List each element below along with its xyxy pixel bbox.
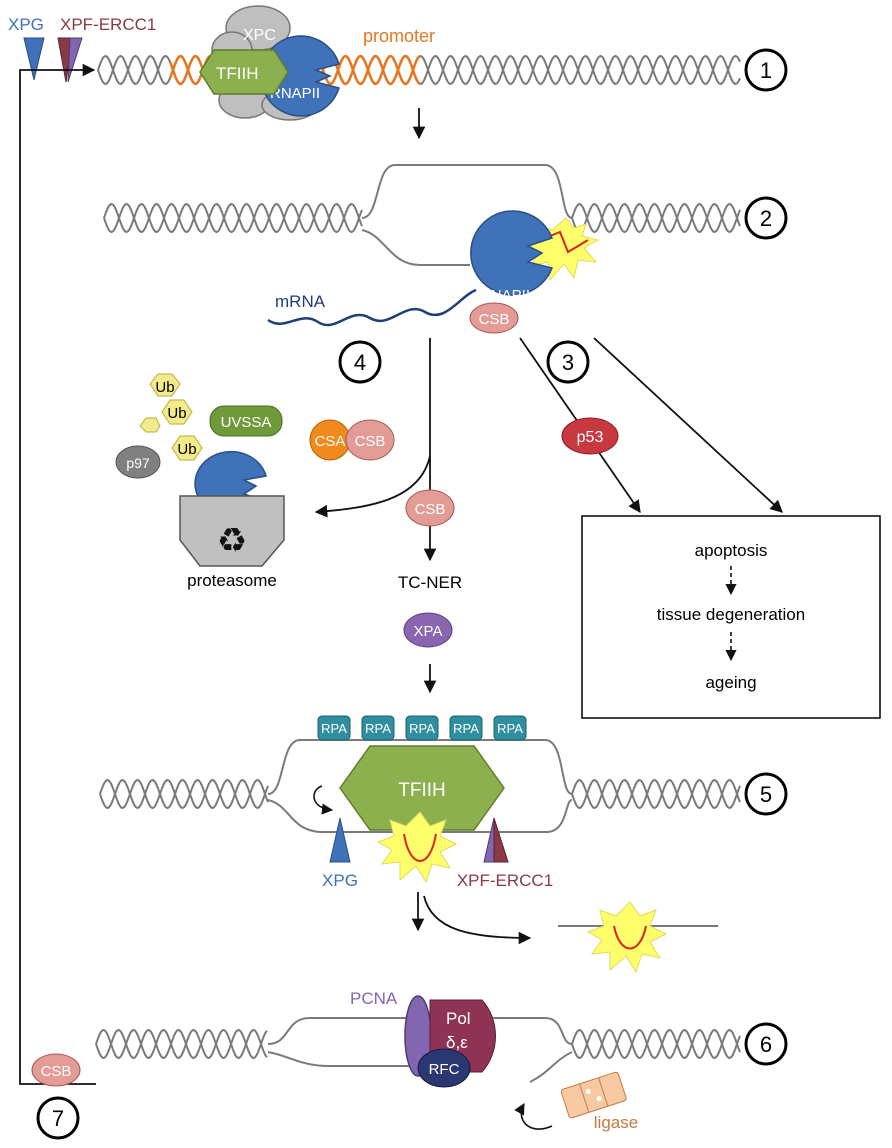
p53-shape bbox=[561, 417, 619, 455]
curl-arrow-5 bbox=[313, 785, 334, 815]
rpa-label-5: RPA bbox=[497, 721, 523, 736]
arrow-excised bbox=[423, 895, 532, 945]
csa-label: CSA bbox=[315, 433, 346, 450]
ub-label-3: Ub bbox=[177, 441, 196, 458]
svg-text:2: 2 bbox=[760, 206, 772, 231]
ligase-shape bbox=[560, 1071, 627, 1119]
ligase-label: ligase bbox=[594, 1113, 638, 1132]
xpg-label-top: XPG bbox=[8, 15, 44, 34]
rnapii-label-1: RNAPII bbox=[270, 85, 320, 102]
rpa-label-3: RPA bbox=[409, 721, 435, 736]
step-2-dna bbox=[103, 164, 741, 266]
lesion-star-5 bbox=[376, 811, 458, 884]
rfc-label: RFC bbox=[429, 1061, 460, 1078]
outcome-box bbox=[581, 515, 881, 719]
step-3-circle: 3 bbox=[546, 340, 590, 384]
rpa-label-2: RPA bbox=[365, 721, 391, 736]
recycle-icon: ♻ bbox=[217, 522, 247, 560]
rnapii-shape-2 bbox=[470, 210, 554, 296]
rfc-shape bbox=[417, 1048, 471, 1088]
rpa-label-1: RPA bbox=[321, 721, 347, 736]
csb-shape-2 bbox=[469, 302, 519, 334]
xpf-label-top: XPF-ERCC1 bbox=[60, 15, 156, 34]
ageing-label: ageing bbox=[705, 673, 756, 692]
mrna-label: mRNA bbox=[275, 292, 326, 311]
pol-sub-label: δ,ε bbox=[446, 1033, 468, 1052]
xpg-icon-5 bbox=[329, 817, 351, 863]
xpf-label-5: XPF-ERCC1 bbox=[457, 871, 553, 890]
svg-text:5: 5 bbox=[760, 782, 772, 807]
csb-complex-shape bbox=[345, 419, 395, 461]
xpf-icon-5-b bbox=[493, 817, 509, 863]
xpa-shape bbox=[403, 612, 453, 648]
step-2-circle: 2 bbox=[744, 196, 788, 240]
svg-text:4: 4 bbox=[354, 350, 366, 375]
proteasome-bin-icon bbox=[179, 495, 285, 567]
curl-arrow-6 bbox=[514, 1103, 553, 1130]
csb-7-label: CSB bbox=[41, 1063, 72, 1080]
lesion-star-excised bbox=[586, 901, 668, 974]
p97-label: p97 bbox=[126, 455, 150, 471]
uvssa-shape bbox=[209, 405, 283, 437]
return-loop-arrow bbox=[19, 63, 96, 1085]
tcner-label: TC-NER bbox=[398, 573, 462, 592]
rpa-label-4: RPA bbox=[453, 721, 479, 736]
step-1-circle: 1 bbox=[744, 48, 788, 92]
step-5-dna bbox=[99, 739, 741, 833]
tfiih-label-1: TFIIH bbox=[216, 64, 259, 83]
ub-chain bbox=[139, 373, 203, 461]
xpa-label: XPA bbox=[414, 623, 443, 640]
csb-7-shape bbox=[31, 1053, 81, 1087]
arrow-to-apoptosis-direct bbox=[593, 337, 783, 513]
step-4-circle: 4 bbox=[338, 340, 382, 384]
ub-label-2: Ub bbox=[167, 405, 186, 422]
step-7-circle: 7 bbox=[36, 1096, 80, 1140]
rnapii-label-2: RNAPII bbox=[480, 287, 530, 304]
proteasome-label: proteasome bbox=[187, 571, 277, 590]
xpc-label: XPC bbox=[243, 27, 276, 44]
svg-text:6: 6 bbox=[760, 1032, 772, 1057]
step-1-dna bbox=[97, 54, 741, 86]
mrna-strand bbox=[267, 288, 477, 327]
pcna-label: PCNA bbox=[350, 989, 398, 1008]
svg-text:1: 1 bbox=[760, 58, 772, 83]
tfiih-shape-1 bbox=[199, 49, 289, 95]
p97-shape bbox=[115, 445, 161, 479]
svg-text:3: 3 bbox=[562, 350, 574, 375]
tissue-label: tissue degeneration bbox=[657, 605, 805, 624]
apoptosis-label: apoptosis bbox=[695, 541, 768, 560]
step-6-dna bbox=[95, 1017, 741, 1083]
csb-complex-label: CSB bbox=[355, 433, 386, 450]
step-5-circle: 5 bbox=[744, 772, 788, 816]
lesion-mark-excised bbox=[613, 925, 647, 950]
svg-text:7: 7 bbox=[52, 1106, 64, 1131]
xpg-icon-top bbox=[23, 37, 45, 81]
p53-label: p53 bbox=[577, 429, 604, 446]
rpa-row bbox=[317, 715, 527, 741]
lesion-mark-5 bbox=[403, 833, 437, 862]
uvssa-label: UVSSA bbox=[221, 414, 272, 431]
csb-path-label: CSB bbox=[415, 501, 446, 518]
pol-label: Pol bbox=[446, 1009, 471, 1028]
ub-label-1: Ub bbox=[155, 379, 174, 396]
tfiih-shape-5 bbox=[339, 745, 505, 831]
tfiih-label-5: TFIIH bbox=[398, 780, 446, 801]
promoter-label: promoter bbox=[363, 26, 435, 46]
step-6-circle: 6 bbox=[744, 1022, 788, 1066]
xpg-label-5: XPG bbox=[322, 871, 358, 890]
csb-label-2: CSB bbox=[479, 311, 510, 328]
arrow-to-proteasome bbox=[314, 455, 431, 518]
xpf-icon-top-b bbox=[67, 37, 83, 83]
csb-path-shape bbox=[405, 489, 455, 527]
